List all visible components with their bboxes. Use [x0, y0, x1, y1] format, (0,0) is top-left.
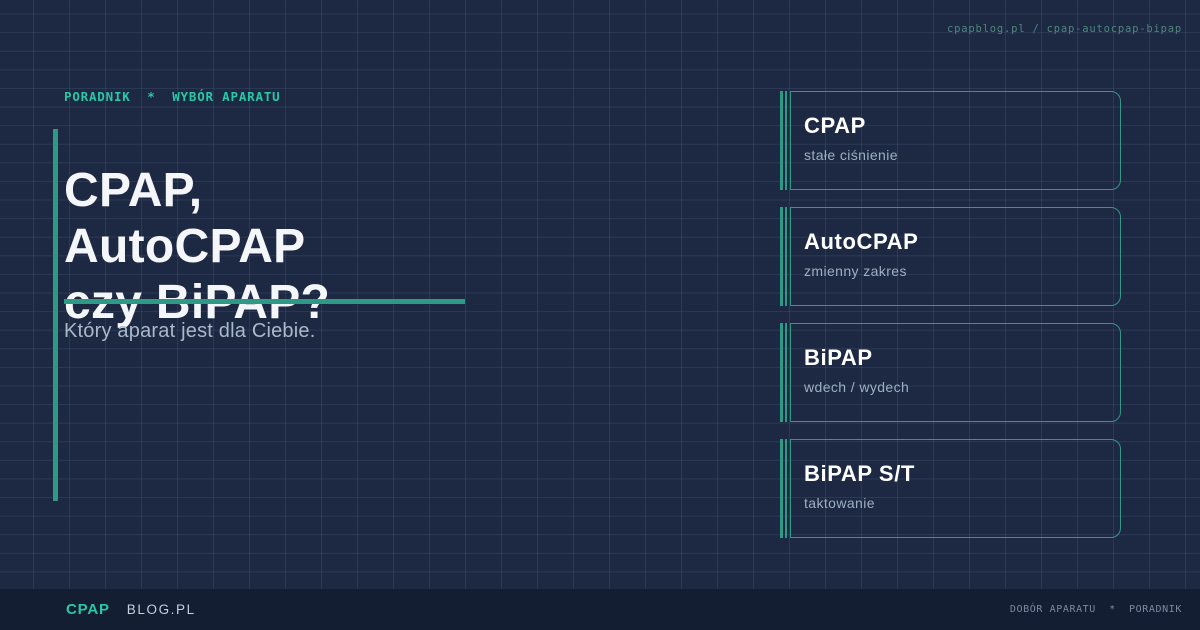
url-breadcrumb: cpapblog.pl / cpap-autocpap-bipap: [946, 23, 1182, 35]
card-accent-bar: [780, 207, 783, 306]
card-frame: BiPAP S/T taktowanie: [790, 439, 1121, 538]
title-accent-bar: [53, 129, 58, 501]
footer: CPAP BLOG.PL DOBÓR APARATU * PORADNIK: [0, 589, 1200, 630]
card-title: BiPAP: [804, 345, 873, 370]
card-accent-bar-thin: [785, 207, 787, 306]
page-title: CPAP, AutoCPAP czy BiPAP?: [64, 163, 330, 331]
title-underline: [64, 299, 465, 304]
card-title: CPAP: [804, 113, 866, 138]
card-accent-bar: [780, 323, 783, 422]
device-card-list: CPAP stałe ciśnienie AutoCPAP zmienny za…: [780, 91, 1121, 555]
card-title: BiPAP S/T: [804, 461, 915, 486]
card-subtitle: taktowanie: [804, 495, 875, 511]
card-cpap: CPAP stałe ciśnienie: [780, 91, 1121, 190]
card-subtitle: zmienny zakres: [804, 263, 907, 279]
card-autocpap: AutoCPAP zmienny zakres: [780, 207, 1121, 306]
brand-logo-primary: CPAP: [66, 601, 110, 618]
card-frame: BiPAP wdech / wydech: [790, 323, 1121, 422]
subtitle: Który aparat jest dla Ciebie.: [64, 320, 316, 342]
title-line-1: CPAP,: [64, 164, 203, 218]
card-accent-bar: [780, 439, 783, 538]
card-accent-bar-thin: [785, 91, 787, 190]
card-accent-bar: [780, 91, 783, 190]
brand-logo: CPAP BLOG.PL: [66, 601, 196, 618]
card-accent-bar-thin: [785, 323, 787, 422]
eyebrow-label: PORADNIK * WYBÓR APARATU: [64, 89, 281, 104]
title-line-2: AutoCPAP: [64, 220, 306, 274]
brand-logo-secondary: BLOG.PL: [126, 602, 196, 617]
card-title: AutoCPAP: [804, 229, 919, 254]
card-subtitle: wdech / wydech: [804, 379, 910, 395]
card-frame: CPAP stałe ciśnienie: [790, 91, 1121, 190]
card-subtitle: stałe ciśnienie: [804, 147, 898, 163]
card-accent-bar-thin: [785, 439, 787, 538]
card-bipap: BiPAP wdech / wydech: [780, 323, 1121, 422]
card-frame: AutoCPAP zmienny zakres: [790, 207, 1121, 306]
footer-tagline: DOBÓR APARATU * PORADNIK: [1009, 604, 1182, 615]
card-bipap-st: BiPAP S/T taktowanie: [780, 439, 1121, 538]
